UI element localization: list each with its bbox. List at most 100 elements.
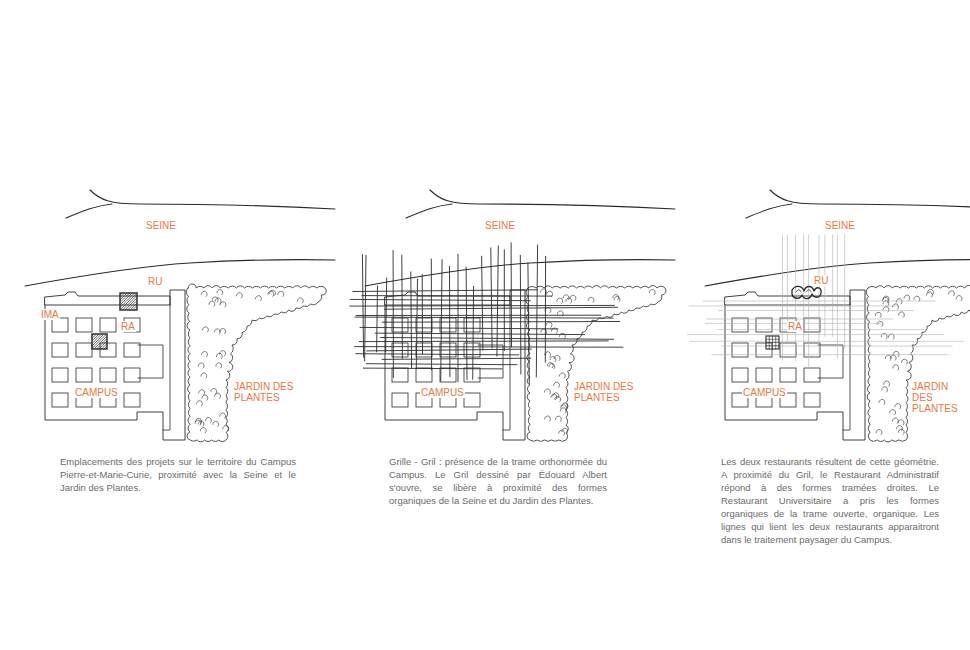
place-name: JARDIN DES PLANTES xyxy=(233,381,301,403)
tree-canopy xyxy=(549,364,555,369)
map-panel xyxy=(25,190,335,442)
grid-line xyxy=(511,243,512,347)
tree-canopy xyxy=(546,322,552,327)
tree-canopy xyxy=(544,389,550,394)
grid-line xyxy=(497,246,498,356)
tree-canopy xyxy=(956,296,962,301)
hatching xyxy=(92,334,94,336)
hatching xyxy=(120,293,137,310)
hatching xyxy=(125,298,137,310)
tree-canopy xyxy=(614,296,620,301)
building-block xyxy=(804,393,820,407)
grid-line xyxy=(350,299,530,300)
hatching xyxy=(120,293,132,305)
hatching xyxy=(133,306,138,311)
restaurant-universitaire xyxy=(792,286,821,298)
place-name: CAMPUS xyxy=(742,387,787,398)
link-line xyxy=(844,235,845,349)
building-block xyxy=(392,318,408,332)
hatching xyxy=(92,334,97,339)
tree-canopy xyxy=(895,404,901,409)
tree-canopy xyxy=(890,355,896,360)
hatching xyxy=(92,334,102,344)
project-site xyxy=(120,293,137,310)
building-block xyxy=(100,368,116,382)
grid-line xyxy=(367,349,532,351)
link-line xyxy=(689,306,897,307)
caption-text: Les deux restaurants résultent de cette … xyxy=(721,455,939,546)
caption-text: Emplacements des projets sur le territoi… xyxy=(60,455,296,494)
project-name: RA xyxy=(120,321,136,332)
tree-canopy xyxy=(201,291,207,296)
building-block xyxy=(392,393,408,407)
tree-canopy xyxy=(216,363,222,368)
link-line xyxy=(707,319,893,320)
grid-line xyxy=(365,255,366,361)
river-bank xyxy=(25,260,335,286)
tree-canopy xyxy=(255,296,261,301)
place-name: JARDIN DES PLANTES xyxy=(573,381,641,403)
tree-canopy xyxy=(562,428,568,433)
tree-canopy xyxy=(215,393,221,398)
link-line xyxy=(837,235,838,358)
tree-canopy xyxy=(220,413,226,418)
link-line xyxy=(690,341,963,342)
building-block xyxy=(100,318,116,332)
grid-line xyxy=(545,256,546,362)
building-block xyxy=(76,368,92,382)
tree-canopy xyxy=(570,295,576,300)
tree-canopy xyxy=(547,291,553,296)
map-panel xyxy=(350,190,675,441)
grid-line xyxy=(355,346,624,348)
grid-line xyxy=(384,307,617,309)
tree-canopy xyxy=(554,382,560,387)
tree-canopy xyxy=(893,351,899,356)
tree-canopy xyxy=(904,295,910,300)
grid-line xyxy=(356,354,519,355)
building-block xyxy=(392,368,408,382)
river-bank xyxy=(430,190,675,209)
building-block xyxy=(76,343,92,357)
building-block xyxy=(440,318,456,332)
hatching xyxy=(120,293,130,303)
building-block xyxy=(416,368,432,382)
place-name: IMA xyxy=(40,309,60,320)
tree-canopy xyxy=(881,333,887,338)
place-name: CAMPUS xyxy=(420,387,465,398)
restaurant-administratif xyxy=(766,345,779,346)
campus-building xyxy=(45,292,170,305)
tree-canopy xyxy=(553,393,559,398)
link-line xyxy=(832,235,833,336)
project-site xyxy=(92,334,107,349)
link-line xyxy=(803,235,804,355)
river-bank xyxy=(770,190,970,209)
tree-canopy xyxy=(196,401,202,406)
restaurant-administratif xyxy=(766,342,779,343)
grid-line xyxy=(449,266,450,376)
tree-canopy xyxy=(223,426,229,431)
river-name: SEINE xyxy=(145,220,177,231)
tree-canopy xyxy=(649,290,655,295)
map-panel xyxy=(688,190,970,442)
tree-canopy xyxy=(202,327,208,332)
tree-canopy xyxy=(882,387,888,392)
grid-line xyxy=(350,305,615,307)
tree-canopy xyxy=(560,408,566,413)
place-name: CAMPUS xyxy=(74,387,119,398)
tree-canopy xyxy=(186,284,326,442)
building-block xyxy=(440,368,456,382)
caption-text: Grille - Gril : présence de la trame ort… xyxy=(389,455,607,507)
grid-line xyxy=(386,278,387,352)
tree-canopy xyxy=(914,296,920,301)
building-block xyxy=(52,343,68,357)
hatching xyxy=(128,301,138,311)
restaurant-universitaire xyxy=(796,290,811,292)
grid-line xyxy=(491,248,492,348)
grid-line xyxy=(362,295,552,297)
tree-canopy xyxy=(209,301,215,306)
tree-canopy xyxy=(205,417,211,422)
tree-canopy xyxy=(555,396,561,401)
grid-line xyxy=(528,263,529,384)
grid-line xyxy=(355,317,613,318)
tree-canopy xyxy=(555,416,561,421)
